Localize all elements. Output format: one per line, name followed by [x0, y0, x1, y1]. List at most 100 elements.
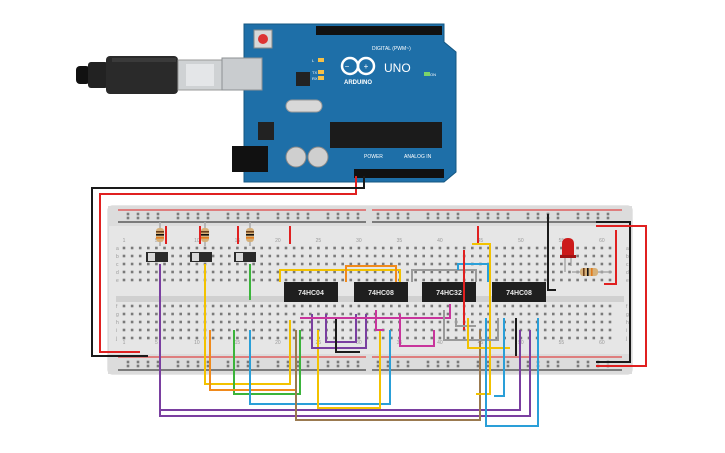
breadboard-hole[interactable] [341, 254, 344, 258]
breadboard-hole[interactable] [155, 312, 158, 316]
breadboard-hole[interactable] [306, 360, 310, 364]
breadboard-hole[interactable] [256, 364, 260, 368]
breadboard-hole[interactable] [438, 278, 442, 282]
breadboard-hole[interactable] [503, 312, 506, 316]
wire-blue-2[interactable] [485, 318, 539, 427]
breadboard-hole[interactable] [576, 216, 580, 220]
breadboard-hole[interactable] [552, 328, 555, 332]
breadboard-hole[interactable] [495, 270, 498, 274]
breadboard-hole[interactable] [256, 360, 260, 364]
breadboard-hole[interactable] [414, 246, 417, 250]
breadboard-hole[interactable] [357, 320, 361, 324]
breadboard-hole[interactable] [592, 262, 596, 266]
breadboard-hole[interactable] [376, 212, 380, 216]
breadboard-hole[interactable] [187, 278, 191, 282]
breadboard-hole[interactable] [543, 320, 547, 324]
breadboard-hole[interactable] [187, 246, 191, 250]
breadboard-hole[interactable] [309, 304, 312, 308]
breadboard-hole[interactable] [381, 304, 385, 308]
breadboard-hole[interactable] [552, 270, 555, 274]
breadboard-hole[interactable] [346, 212, 350, 216]
breadboard-hole[interactable] [146, 216, 150, 220]
breadboard-hole[interactable] [333, 278, 336, 282]
breadboard-hole[interactable] [454, 312, 458, 316]
breadboard-hole[interactable] [592, 304, 596, 308]
breadboard-hole[interactable] [228, 304, 231, 308]
breadboard-hole[interactable] [252, 270, 255, 274]
breadboard-hole[interactable] [138, 254, 142, 258]
breadboard-hole[interactable] [309, 336, 312, 340]
breadboard-hole[interactable] [487, 320, 490, 324]
breadboard-hole[interactable] [246, 364, 250, 368]
breadboard-hole[interactable] [592, 312, 596, 316]
breadboard-hole[interactable] [576, 312, 579, 316]
breadboard-hole[interactable] [284, 262, 288, 266]
breadboard-hole[interactable] [422, 262, 425, 266]
breadboard-hole[interactable] [479, 312, 482, 316]
breadboard-hole[interactable] [176, 364, 180, 368]
breadboard-hole[interactable] [211, 304, 215, 308]
breadboard-hole[interactable] [195, 312, 199, 316]
breadboard-hole[interactable] [454, 336, 458, 340]
breadboard-hole[interactable] [535, 254, 539, 258]
breadboard-hole[interactable] [349, 254, 353, 258]
breadboard-hole[interactable] [252, 312, 255, 316]
breadboard-hole[interactable] [292, 246, 296, 250]
breadboard-hole[interactable] [373, 270, 377, 274]
breadboard-hole[interactable] [179, 278, 182, 282]
breadboard-hole[interactable] [236, 328, 239, 332]
breadboard-hole[interactable] [406, 278, 409, 282]
breadboard-hole[interactable] [386, 360, 390, 364]
breadboard-hole[interactable] [454, 328, 458, 332]
breadboard-hole[interactable] [446, 278, 450, 282]
breadboard-hole[interactable] [317, 270, 320, 274]
breadboard-hole[interactable] [196, 216, 200, 220]
breadboard-hole[interactable] [560, 320, 563, 324]
breadboard-hole[interactable] [296, 216, 300, 220]
breadboard-hole[interactable] [147, 320, 150, 324]
breadboard-hole[interactable] [341, 246, 344, 250]
breadboard-hole[interactable] [317, 246, 320, 250]
breadboard-hole[interactable] [398, 246, 401, 250]
breadboard-hole[interactable] [196, 212, 200, 216]
breadboard-hole[interactable] [430, 304, 434, 308]
breadboard-hole[interactable] [292, 278, 296, 282]
breadboard-hole[interactable] [495, 246, 498, 250]
breadboard-hole[interactable] [286, 216, 290, 220]
breadboard-hole[interactable] [576, 246, 579, 250]
breadboard-hole[interactable] [219, 336, 223, 340]
breadboard-hole[interactable] [406, 336, 409, 340]
breadboard-hole[interactable] [325, 254, 328, 258]
breadboard-hole[interactable] [260, 304, 263, 308]
wire-green-1[interactable] [233, 330, 301, 395]
breadboard-hole[interactable] [495, 278, 498, 282]
breadboard-hole[interactable] [349, 278, 353, 282]
breadboard-hole[interactable] [476, 360, 480, 364]
breadboard-hole[interactable] [122, 278, 126, 282]
breadboard-hole[interactable] [126, 364, 130, 368]
chip-74hc08-b[interactable]: 74HC08 [492, 282, 546, 302]
wire-magenta-1[interactable] [375, 310, 384, 331]
breadboard-hole[interactable] [556, 364, 560, 368]
breadboard-hole[interactable] [356, 360, 360, 364]
breadboard-hole[interactable] [236, 270, 239, 274]
breadboard-hole[interactable] [122, 328, 126, 332]
breadboard-hole[interactable] [163, 304, 166, 308]
breadboard-hole[interactable] [390, 328, 393, 332]
breadboard-hole[interactable] [219, 304, 223, 308]
breadboard-hole[interactable] [406, 364, 410, 368]
breadboard-hole[interactable] [336, 216, 340, 220]
breadboard-hole[interactable] [471, 312, 474, 316]
wire-yellow-top[interactable] [279, 269, 401, 282]
breadboard-hole[interactable] [430, 328, 434, 332]
breadboard-hole[interactable] [446, 270, 450, 274]
breadboard-hole[interactable] [292, 312, 296, 316]
breadboard-hole[interactable] [373, 262, 377, 266]
breadboard-hole[interactable] [219, 328, 223, 332]
breadboard-hole[interactable] [519, 246, 523, 250]
breadboard-hole[interactable] [300, 278, 304, 282]
breadboard-hole[interactable] [284, 320, 288, 324]
breadboard-hole[interactable] [309, 254, 312, 258]
breadboard-hole[interactable] [586, 360, 590, 364]
breadboard-hole[interactable] [292, 262, 296, 266]
